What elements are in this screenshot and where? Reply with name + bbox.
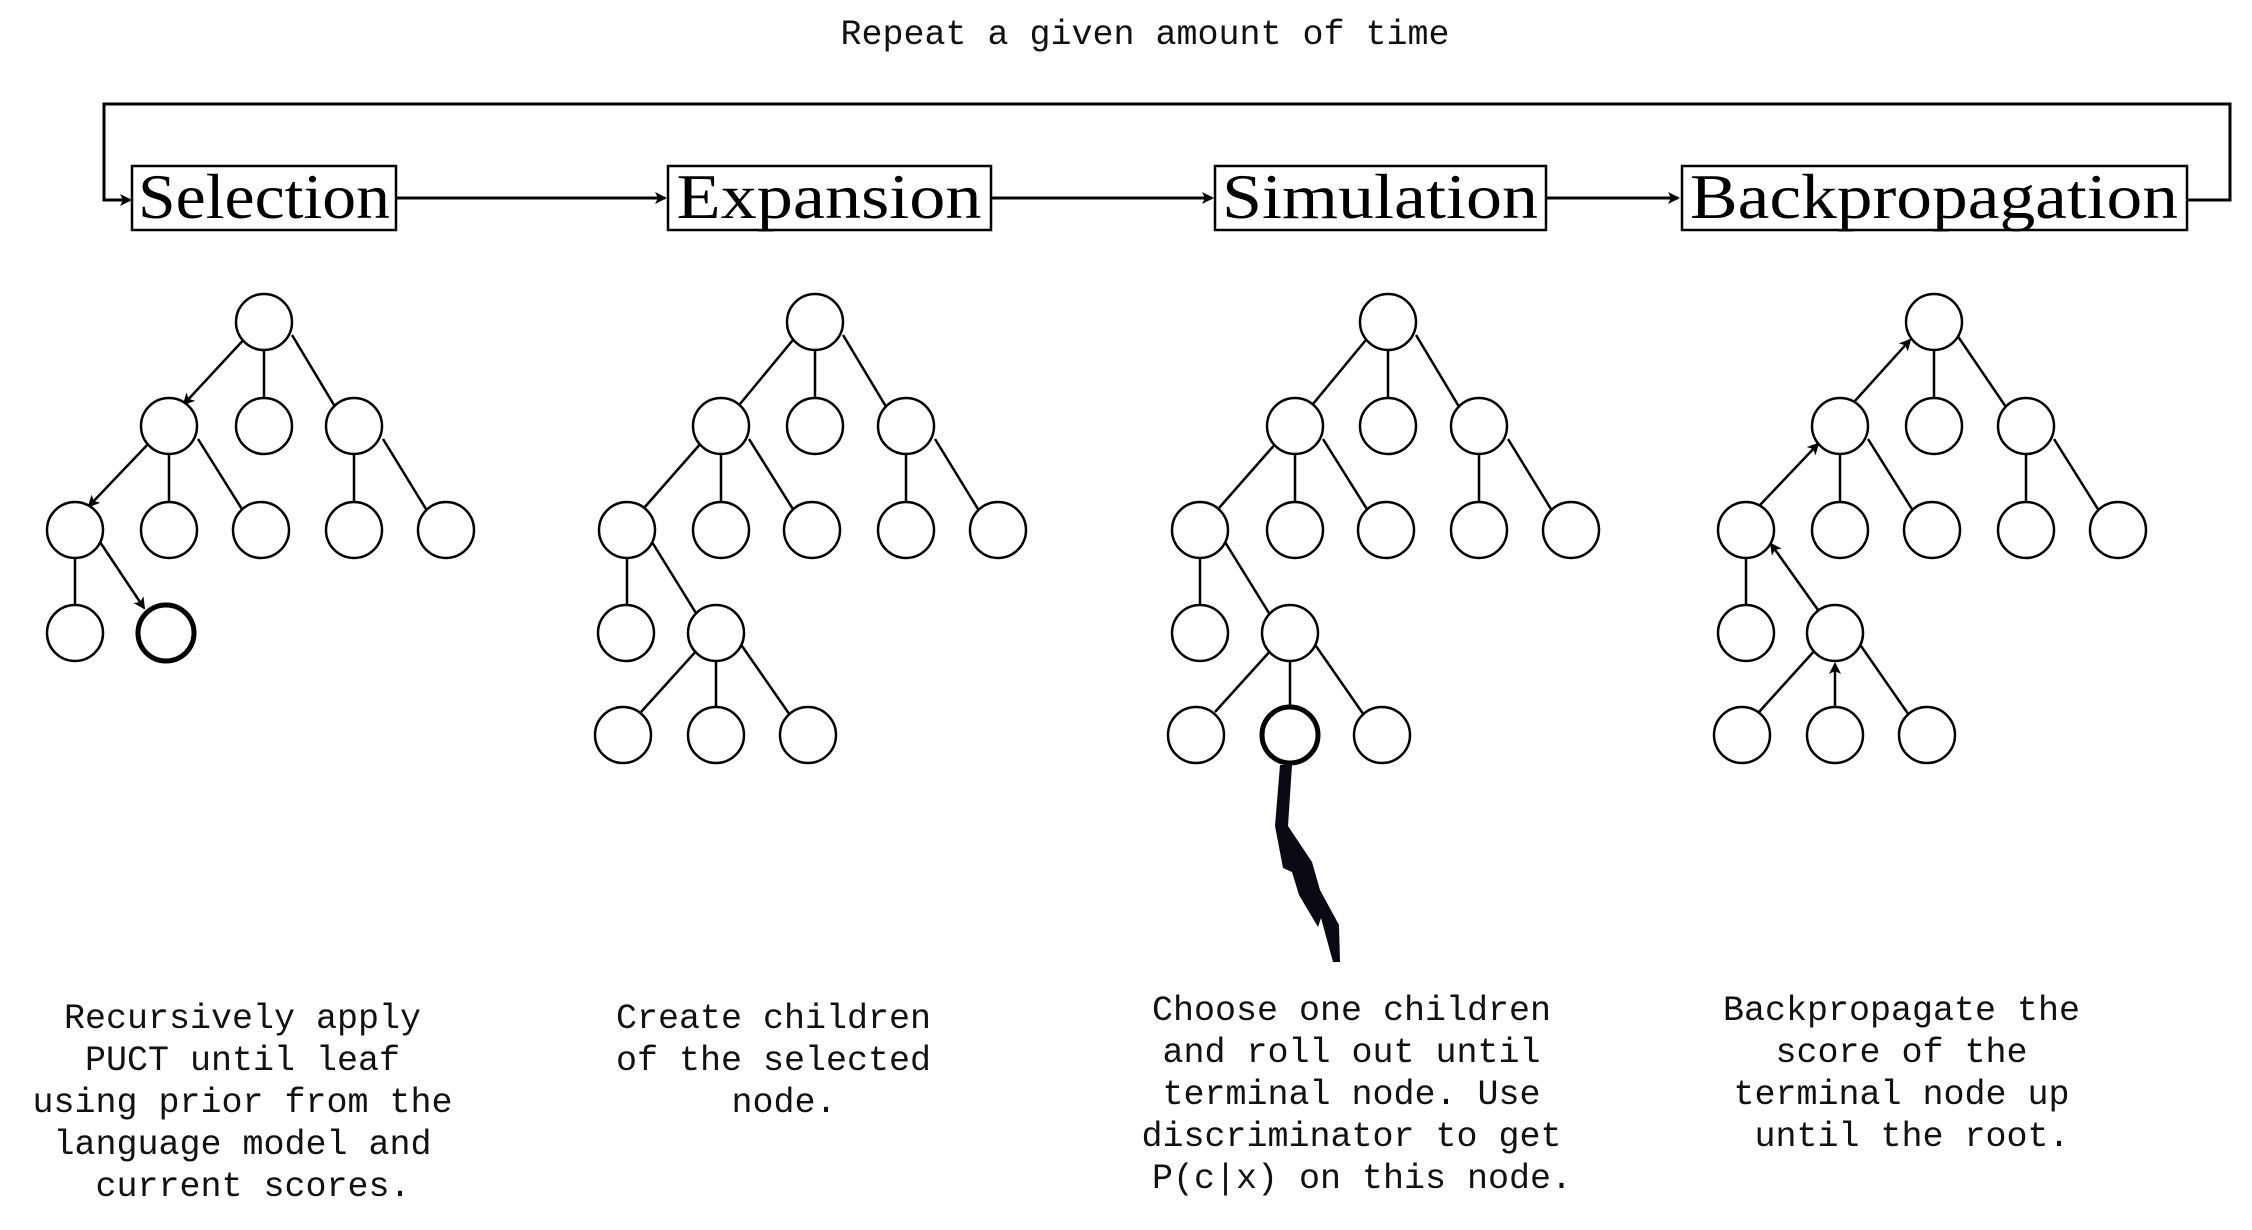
- simulated-node: [1259, 704, 1321, 766]
- tree-node: [876, 396, 936, 456]
- tree-node: [876, 500, 936, 560]
- tree-node: [231, 500, 291, 560]
- tree-node: [1170, 500, 1230, 560]
- tree-node: [1897, 705, 1957, 765]
- description-simulation: Choose one children and roll out until t…: [1141, 991, 1582, 1199]
- tree-node: [1352, 705, 1412, 765]
- tree-node: [45, 603, 105, 663]
- tree-node: [1170, 603, 1230, 663]
- tree-node: [1996, 500, 2056, 560]
- tree-node: [234, 396, 294, 456]
- tree-node: [1805, 705, 1865, 765]
- tree-node: [1265, 396, 1325, 456]
- step-label: Expansion: [677, 161, 982, 232]
- tree-node: [1356, 500, 1416, 560]
- tree-node: [686, 705, 746, 765]
- description-expansion: Create children of the selected node.: [616, 999, 952, 1123]
- tree-node: [968, 500, 1028, 560]
- tree-node: [596, 603, 656, 663]
- tree-node: [691, 396, 751, 456]
- tree-node: [324, 500, 384, 560]
- tree-node: [1449, 500, 1509, 560]
- tree-node: [778, 705, 838, 765]
- tree-node: [1902, 500, 1962, 560]
- tree-node: [1904, 292, 1964, 352]
- tree-node: [139, 500, 199, 560]
- tree-node: [1449, 396, 1509, 456]
- tree-node: [1810, 500, 1870, 560]
- tree-node: [1358, 396, 1418, 456]
- tree-backpropagation: [1712, 292, 2148, 765]
- tree-node: [1260, 603, 1320, 663]
- tree-node: [1712, 705, 1772, 765]
- description-selection: Recursively apply PUCT until leaf using …: [32, 999, 473, 1207]
- description-backpropagation: Backpropagate the score of the terminal …: [1723, 991, 2101, 1157]
- tree-node: [1541, 500, 1601, 560]
- step-expansion: Expansion: [666, 161, 993, 232]
- tree-node: [1358, 292, 1418, 352]
- tree-node: [593, 705, 653, 765]
- tree-node: [2088, 500, 2148, 560]
- tree-expansion: [593, 292, 1028, 765]
- tree-node: [691, 500, 751, 560]
- tree-node: [597, 500, 657, 560]
- tree-simulation: [1166, 292, 1601, 962]
- tree-node: [785, 292, 845, 352]
- tree-node: [1265, 500, 1325, 560]
- step-simulation: Simulation: [1213, 161, 1548, 232]
- tree-node: [1716, 603, 1776, 663]
- loop-label: Repeat a given amount of time: [840, 15, 1449, 55]
- selected-leaf-node: [135, 602, 197, 664]
- loop-arrow: [102, 102, 2232, 206]
- tree-node: [686, 603, 746, 663]
- tree-node: [1810, 396, 1870, 456]
- tree-node: [1904, 396, 1964, 456]
- tree-node: [45, 500, 105, 560]
- tree-selection: [45, 292, 476, 664]
- step-selection: Selection: [130, 161, 398, 232]
- tree-node: [139, 396, 199, 456]
- rollout-lightning-icon: [1275, 765, 1340, 962]
- step-label: Simulation: [1222, 161, 1538, 232]
- step-label: Selection: [138, 161, 390, 232]
- tree-node: [324, 396, 384, 456]
- tree-node: [1166, 705, 1226, 765]
- tree-node: [782, 500, 842, 560]
- tree-node: [785, 396, 845, 456]
- tree-node: [416, 500, 476, 560]
- tree-node: [1996, 396, 2056, 456]
- tree-node: [1805, 603, 1865, 663]
- step-label: Backpropagation: [1690, 161, 2178, 232]
- tree-node: [1716, 500, 1776, 560]
- tree-node: [234, 292, 294, 352]
- step-backpropagation: Backpropagation: [1680, 161, 2189, 232]
